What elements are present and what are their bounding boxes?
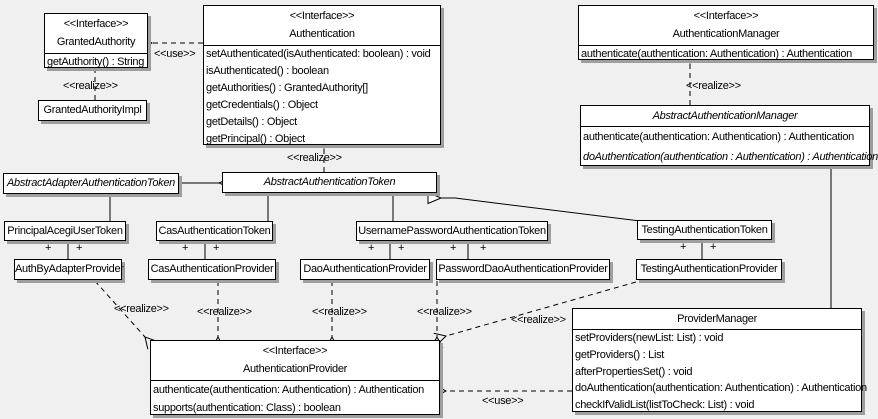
multiplicity-label: + <box>75 242 83 254</box>
method: doAuthentication(authentication: Authent… <box>575 382 867 395</box>
class-box-principal-acegi-user-token: PrincipalAcegiUserToken <box>4 221 126 241</box>
method: getDetails() : Object <box>206 116 297 128</box>
realize-label: <<realize>> <box>417 306 472 318</box>
method: setProviders(newList: List) : void <box>575 332 724 344</box>
method: isAuthenticated() : boolean <box>206 65 329 77</box>
method: doAuthentication(authentication : Authen… <box>583 151 878 163</box>
realize-label: <<realize>> <box>114 303 169 315</box>
class-box-cas-authentication-provider: CasAuthenticationProvider <box>148 259 276 280</box>
class-box-cas-authentication-token: CasAuthenticationToken <box>156 221 273 241</box>
stereotype: <<Interface>> <box>63 18 129 30</box>
method: supports(authentication: Class) : boolea… <box>153 402 341 414</box>
multiplicity-label: + <box>367 242 375 254</box>
method: getProviders() : List <box>575 348 665 361</box>
method: getAuthorities() : GrantedAuthority[] <box>206 82 368 94</box>
class-box-authentication-manager: <<Interface>> AuthenticationManager auth… <box>578 5 874 60</box>
class-name: TestingAuthenticationProvider <box>640 263 778 275</box>
realize-label: <<realize>> <box>287 152 342 164</box>
class-box-testing-authentication-token: TestingAuthenticationToken <box>637 220 772 240</box>
class-box-provider-manager: ProviderManager setProviders(newList: Li… <box>572 308 867 412</box>
method: setAuthenticated(isAuthenticated: boolea… <box>206 48 431 60</box>
class-name: AuthenticationProvider <box>242 363 348 375</box>
class-box-granted-authority-impl: GrantedAuthorityImpl <box>38 100 147 121</box>
stereotype: <<Interface>> <box>262 345 328 357</box>
class-name: AuthByAdapterProvider <box>15 263 124 275</box>
class-box-username-password-authentication-token: UsernamePasswordAuthenticationToken <box>356 221 548 241</box>
class-box-abstract-authentication-manager: AbstractAuthenticationManager authentica… <box>580 105 878 166</box>
class-name: AbstractAuthenticationManager <box>652 110 798 122</box>
realize-label: <<realize>> <box>197 306 252 318</box>
class-name: PasswordDaoAuthenticationProvider <box>438 263 608 275</box>
method: authenticate(authentication: Authenticat… <box>583 131 854 143</box>
multiplicity-label: + <box>449 242 457 254</box>
method: getPrincipal() : Object <box>206 133 305 145</box>
class-box-abstract-adapter-authentication-token: AbstractAdapterAuthenticationToken <box>3 173 179 194</box>
class-name: GrantedAuthorityImpl <box>43 104 142 116</box>
class-box-testing-authentication-provider: TestingAuthenticationProvider <box>636 259 782 280</box>
multiplicity-label: + <box>181 242 189 254</box>
use-label: <<use>> <box>154 48 196 60</box>
multiplicity-label: + <box>397 242 405 254</box>
realize-label: <<realize>> <box>312 306 367 318</box>
realize-authbyadapterprovider <box>94 280 145 337</box>
class-name: AbstractAuthenticationToken <box>263 176 396 188</box>
realize-label: <<realize>> <box>63 80 118 92</box>
stereotype: <<Interface>> <box>289 10 355 22</box>
multiplicity-label: + <box>709 241 717 253</box>
class-box-auth-by-adapter-provider: AuthByAdapterProvider <box>14 259 124 280</box>
class-box-dao-authentication-provider: DaoAuthenticationProvider <box>300 259 430 280</box>
use-label: <<use>> <box>482 395 524 407</box>
method: checkIfValidList(listToCheck: List) : vo… <box>575 399 755 412</box>
class-box-authentication: <<Interface>> Authentication setAuthenti… <box>203 5 441 145</box>
multiplicity-label: + <box>679 241 687 253</box>
class-name: CasAuthenticationToken <box>158 225 271 237</box>
class-name: AbstractAdapterAuthenticationToken <box>7 177 175 189</box>
class-name: AuthenticationManager <box>672 28 780 40</box>
method: authenticate(authentication: Authenticat… <box>153 384 424 396</box>
class-name: DaoAuthenticationProvider <box>303 263 427 275</box>
class-box-granted-authority: <<Interface>> GrantedAuthority getAuthor… <box>44 13 148 68</box>
class-name: PrincipalAcegiUserToken <box>7 225 123 237</box>
method: afterPropertiesSet() : void <box>575 365 693 378</box>
class-name: ProviderManager <box>677 313 757 325</box>
multiplicity-label: + <box>212 242 220 254</box>
class-name: Authentication <box>289 28 355 40</box>
realize-label: <<realize>> <box>686 80 741 92</box>
realize-testingauthenticationprovider <box>446 281 637 336</box>
method: getAuthority() : String <box>47 56 145 68</box>
class-box-password-dao-authentication-provider: PasswordDaoAuthenticationProvider <box>436 259 610 280</box>
multiplicity-label: + <box>479 242 487 254</box>
class-name: TestingAuthenticationToken <box>641 224 768 236</box>
gen-testingauthenticationtoken <box>441 198 641 222</box>
class-name: CasAuthenticationProvider <box>150 263 274 275</box>
realize-label: <<realize>> <box>511 314 566 326</box>
class-name: UsernamePasswordAuthenticationToken <box>358 225 546 237</box>
class-box-authentication-provider: <<Interface>> AuthenticationProvider aut… <box>150 340 440 415</box>
method: authenticate(authentication: Authenticat… <box>581 48 852 60</box>
multiplicity-label: + <box>44 242 52 254</box>
method: getCredentials() : Object <box>206 99 318 111</box>
class-box-abstract-authentication-token: AbstractAuthenticationToken <box>222 172 437 193</box>
class-name: GrantedAuthority <box>56 36 136 48</box>
stereotype: <<Interface>> <box>693 10 759 22</box>
